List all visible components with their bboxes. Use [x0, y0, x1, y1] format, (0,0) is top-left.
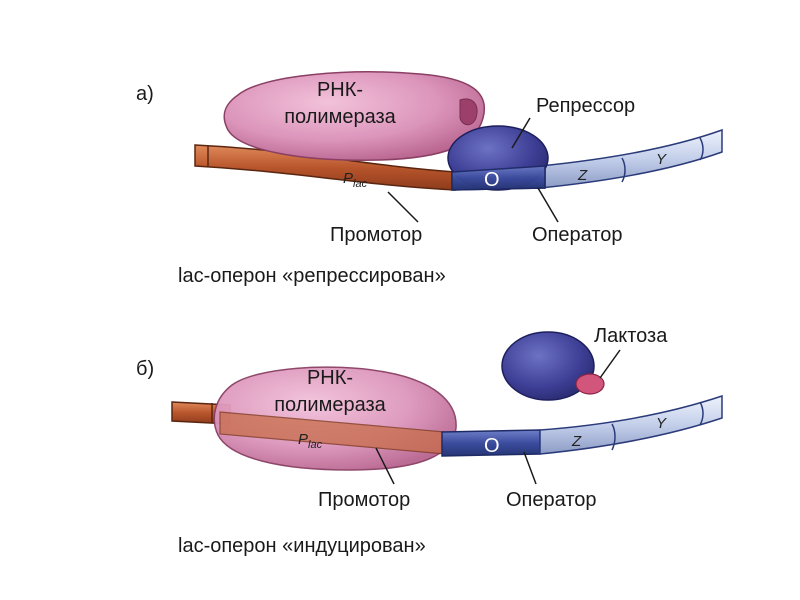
operator-callout-b [523, 451, 537, 485]
panel-a: а) РНК- полимераза Plac O Z Y Репрессор … [136, 71, 723, 287]
free-repressor [501, 331, 595, 401]
y-label: Y [656, 151, 667, 168]
gene-divider-zy [621, 157, 626, 183]
promoter-callout-b [375, 447, 395, 485]
z-label-b: Z [571, 433, 582, 450]
repressor-callout [511, 117, 531, 149]
operator-label: Оператор [532, 224, 623, 246]
o-label: O [484, 169, 500, 191]
dna-genes-segment [539, 128, 723, 189]
polymerase-label-line1: РНК- [317, 79, 363, 101]
lactose-callout [599, 349, 621, 379]
polymerase-label-b-line1: РНК- [307, 367, 353, 389]
polymerase-label-b-line2: полимераза [274, 394, 386, 416]
p-lac-label: Plac [343, 170, 368, 190]
promoter-callout [387, 191, 419, 223]
o-label-b: O [484, 435, 500, 457]
operator-callout [537, 187, 559, 223]
polymerase-groove [459, 98, 478, 126]
panel-b: б) РНК- полимераза Plac O Z Y Лактоза Пр… [136, 325, 723, 557]
panel-b-caption: lac-оперон «индуцирован» [178, 535, 426, 557]
panel-a-letter: а) [136, 83, 154, 105]
gene-divider-end-b [699, 401, 704, 426]
promoter-label-b: Промотор [318, 489, 410, 511]
p-lac-label-b: Plac [298, 431, 323, 451]
lactose-label: Лактоза [594, 325, 668, 347]
operator-overlay [451, 165, 546, 191]
lactose [575, 373, 605, 395]
y-label-b: Y [656, 415, 667, 432]
operator-label-b: Оператор [506, 489, 597, 511]
panel-b-letter: б) [136, 358, 154, 380]
polymerase-label-line2: полимераза [284, 106, 396, 128]
panel-a-caption: lac-оперон «репрессирован» [178, 265, 446, 287]
promoter-label: Промотор [330, 224, 422, 246]
gene-divider-zy-b [611, 423, 616, 451]
gene-divider-end [699, 137, 704, 161]
z-label: Z [577, 167, 588, 184]
repressor-label: Репрессор [536, 95, 635, 117]
dna-genes-segment-b [539, 394, 723, 455]
